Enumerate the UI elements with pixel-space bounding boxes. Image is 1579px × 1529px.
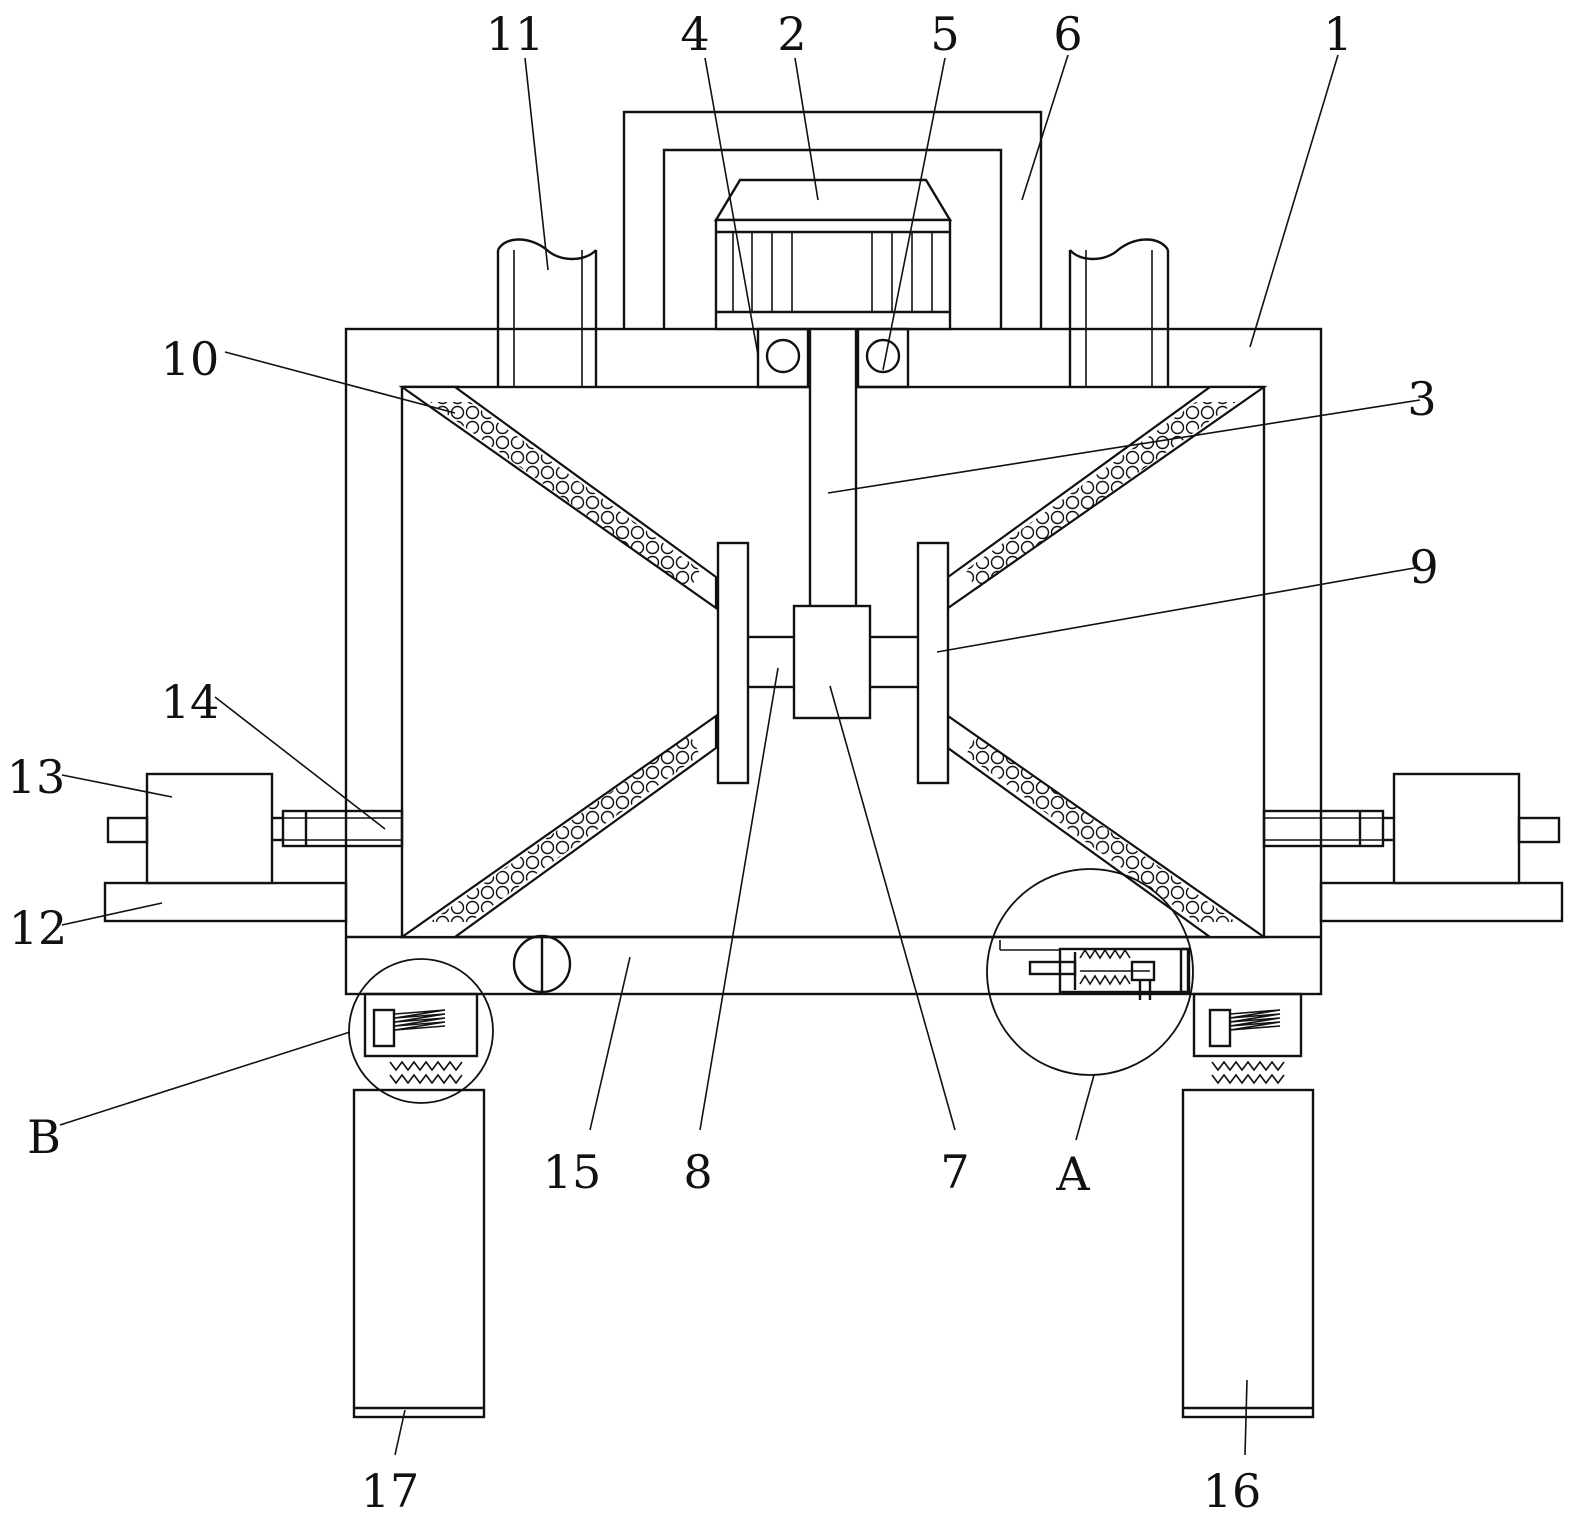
leader-lines <box>59 54 1421 1456</box>
screen-bottom-left <box>398 713 718 939</box>
screen-bottom-right <box>946 713 1268 939</box>
label-A: A <box>1055 1147 1090 1201</box>
label-11: 11 <box>486 7 545 61</box>
label-1: 1 <box>1323 7 1352 61</box>
drive-shaft <box>808 327 858 609</box>
bearing-right <box>856 327 910 389</box>
label-9: 9 <box>1409 540 1438 594</box>
label-3: 3 <box>1407 372 1436 426</box>
screen-mesh-group <box>398 385 1268 939</box>
label-7: 7 <box>940 1145 969 1199</box>
label-6: 6 <box>1053 7 1082 61</box>
gear-box <box>792 604 872 720</box>
bottom-plate <box>346 934 1321 994</box>
label-8: 8 <box>683 1145 712 1199</box>
spring-latch <box>986 868 1194 1076</box>
screen-top-right <box>946 385 1268 611</box>
label-B: B <box>27 1110 61 1164</box>
label-13: 13 <box>7 750 66 804</box>
label-17: 17 <box>361 1464 420 1518</box>
label-12: 12 <box>9 901 68 955</box>
motor-housing <box>622 110 1043 329</box>
inlet-pipe-left <box>496 238 598 387</box>
label-10: 10 <box>161 332 220 386</box>
inlet-pipe-right <box>1068 238 1170 387</box>
motor <box>713 178 953 331</box>
label-2: 2 <box>777 7 806 61</box>
leg-right <box>1181 1088 1315 1419</box>
label-4: 4 <box>680 7 709 61</box>
label-16: 16 <box>1203 1464 1262 1518</box>
spring-mount-left <box>348 958 494 1104</box>
bearing-left <box>756 327 810 389</box>
side-assembly-right <box>1262 772 1564 923</box>
label-15: 15 <box>543 1145 602 1199</box>
spring-mount-right <box>1192 992 1303 1085</box>
screen-top-left <box>398 385 718 611</box>
label-14: 14 <box>161 675 220 729</box>
part-labels: 1 2 3 4 5 6 7 8 9 10 11 12 13 14 15 16 1… <box>7 7 1439 1518</box>
label-5: 5 <box>930 7 959 61</box>
cam-plate-right <box>916 541 950 785</box>
cam-plate-left <box>716 541 750 785</box>
side-assembly-left <box>103 772 404 923</box>
leg-left <box>352 1088 486 1419</box>
